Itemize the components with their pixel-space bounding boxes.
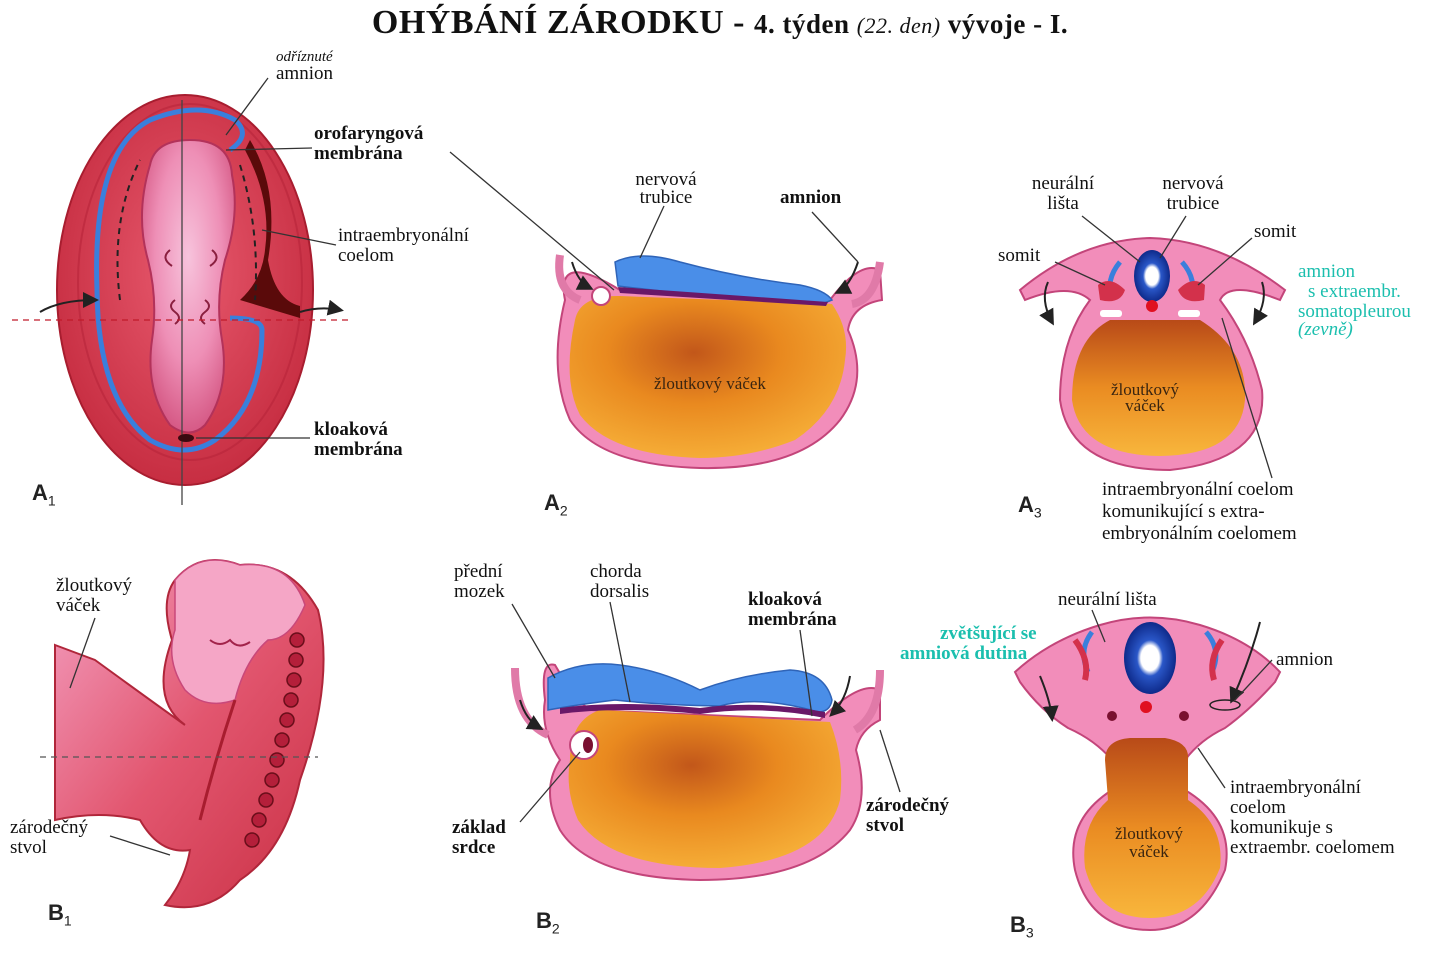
label-b2-brain-1: přední <box>454 561 503 582</box>
label-b2-stalk-1: zárodečný <box>866 795 950 816</box>
panel-label-b1: B1 <box>48 900 72 929</box>
label-b3-crest: neurální lišta <box>1058 589 1157 610</box>
label-b1-stalk-1: zárodečný <box>10 817 89 838</box>
label-b2-cloacal-1: kloaková <box>748 589 822 610</box>
label-b1-stalk-2: stvol <box>10 837 47 858</box>
label-b3-coelom-3: komunikuje s <box>1230 817 1333 838</box>
label-b3-yolk-2: váček <box>1129 842 1169 861</box>
label-b3-amnion: amnion <box>1276 649 1333 670</box>
label-b1-yolk-1: žloutkový <box>56 575 132 596</box>
label-a3-somit-right: somit <box>1254 221 1297 242</box>
label-b3-yolk-1: žloutkový <box>1115 824 1183 843</box>
label-b3-coelom-1: intraembryonální <box>1230 777 1361 798</box>
label-b2-chorda-2: dorsalis <box>590 581 650 602</box>
panel-a3-drawing <box>1018 215 1287 479</box>
label-a3-tube-1: nervová <box>1162 173 1224 194</box>
panel-label-a2: A2 <box>544 490 568 519</box>
label-oropharyngeal-2: membrána <box>314 143 403 164</box>
panel-b1-drawing <box>40 559 325 909</box>
label-cloacal-1: kloaková <box>314 419 388 440</box>
label-cut-amnion: amnion <box>276 63 333 84</box>
label-a3-coelom-2: komunikující s extra- <box>1102 501 1265 522</box>
label-a3-crest-1: neurální <box>1031 173 1095 194</box>
panel-label-a1: A1 <box>32 480 56 509</box>
label-b2-chorda-1: chorda <box>590 561 642 582</box>
label-a3-coelom-1: intraembryonální coelom <box>1102 479 1294 500</box>
panel-a2-drawing <box>449 151 884 470</box>
page-title: OHÝBÁNÍ ZÁRODKU - 4. týden (22. den) výv… <box>371 4 1069 41</box>
label-a3-amnion-2: s extraembr. <box>1308 281 1401 302</box>
label-a3-somit-left: somit <box>998 245 1041 266</box>
panel-b2-drawing <box>511 601 901 882</box>
label-a3-amnion-3: somatopleurou <box>1298 301 1411 322</box>
label-a1-coelom-1: intraembryonální <box>338 225 469 246</box>
label-b2-stalk-2: stvol <box>866 815 904 836</box>
panel-label-b2: B2 <box>536 908 560 937</box>
label-b2-heart-1: základ <box>452 817 506 838</box>
label-a3-crest-2: lišta <box>1047 193 1079 214</box>
label-a1-coelom-2: coelom <box>338 245 394 266</box>
panel-a1-drawing <box>12 77 350 505</box>
label-b3-cavity-2: amniová dutina <box>900 643 1028 664</box>
label-oropharyngeal-1: orofaryngová <box>314 123 424 144</box>
label-b2-brain-2: mozek <box>454 581 505 602</box>
panel-label-a3: A3 <box>1018 492 1042 521</box>
label-cloacal-2: membrána <box>314 439 403 460</box>
label-a3-amnion-1: amnion <box>1298 261 1355 282</box>
label-cut: odříznuté <box>276 49 333 65</box>
label-b1-yolk-2: váček <box>56 595 101 616</box>
label-a3-amnion-4: (zevně) <box>1298 319 1353 340</box>
panel-label-b3: B3 <box>1010 912 1034 941</box>
label-a2-neural-tube-1: nervová <box>635 169 697 190</box>
label-a2-neural-tube-2: trubice <box>639 187 693 208</box>
label-a3-tube-2: trubice <box>1166 193 1220 214</box>
label-a2-amnion: amnion <box>780 187 842 208</box>
label-b3-coelom-2: coelom <box>1230 797 1286 818</box>
label-b3-cavity-1: zvětšující se <box>940 623 1037 644</box>
label-a3-yolk-2: váček <box>1125 396 1165 415</box>
label-b2-heart-2: srdce <box>452 837 496 858</box>
panel-b3-drawing <box>1013 609 1282 932</box>
label-b2-cloacal-2: membrána <box>748 609 837 630</box>
label-b3-coelom-4: extraembr. coelomem <box>1230 837 1395 858</box>
label-a3-yolk-1: žloutkový <box>1111 380 1179 399</box>
label-a3-coelom-3: embryonálním coelomem <box>1102 523 1297 544</box>
label-a2-yolk-sac: žloutkový váček <box>654 374 766 393</box>
